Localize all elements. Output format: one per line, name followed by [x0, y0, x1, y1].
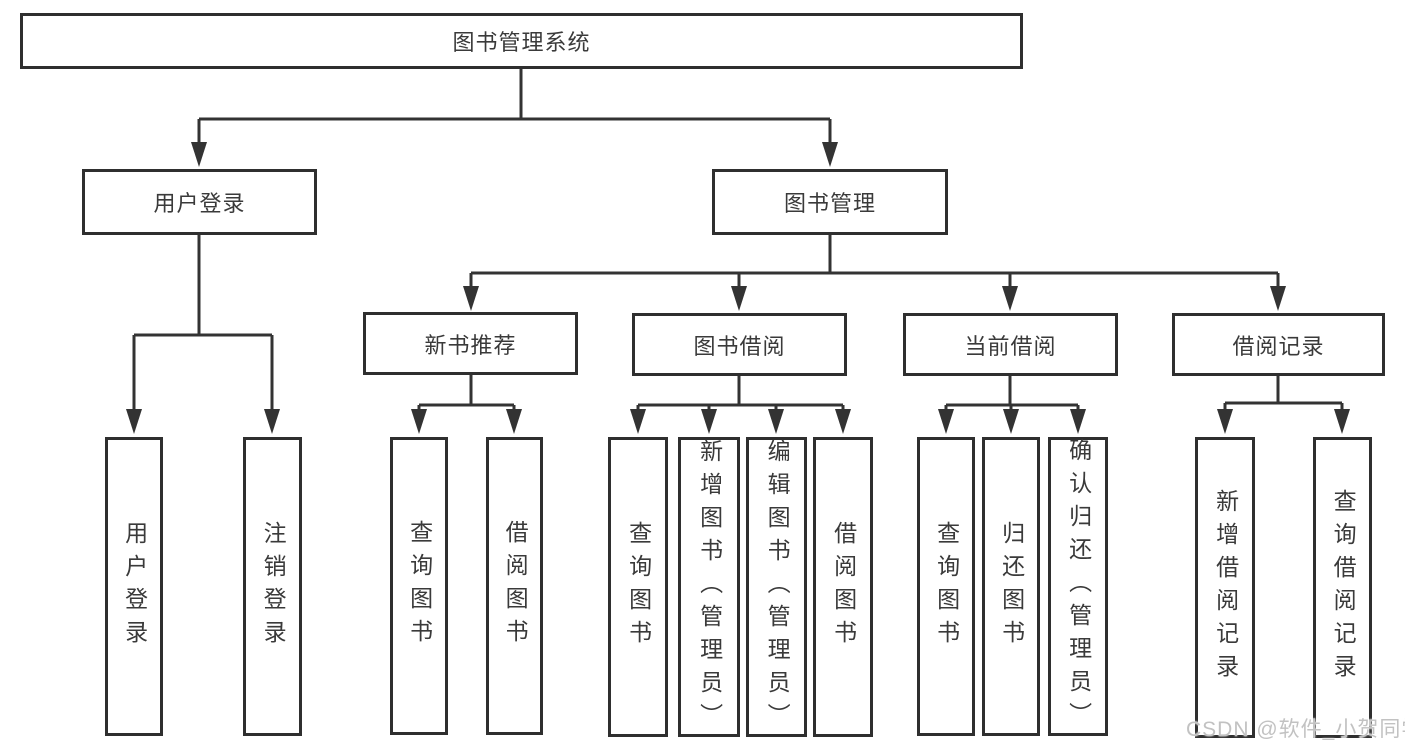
- leaf-newbook-borrow-label: 借阅图书: [502, 520, 529, 652]
- connector-userlogin-to-leaves: [132, 235, 274, 411]
- leaf-user-login: 用户登录: [105, 437, 163, 736]
- arrow-down-icon: [264, 409, 280, 434]
- leaf-newbook-borrow: 借阅图书: [486, 437, 543, 735]
- leaf-bookborrow-query: 查询图书: [608, 437, 668, 737]
- leaf-current-confirm-return: 确认归还（管理员）: [1048, 437, 1108, 736]
- arrow-down-icon: [506, 409, 522, 434]
- leaf-current-return-label: 归还图书: [998, 520, 1025, 653]
- leaf-newbook-query: 查询图书: [390, 437, 448, 735]
- leaf-current-return: 归还图书: [982, 437, 1040, 736]
- arrow-down-icon: [1003, 409, 1019, 434]
- arrow-down-icon: [1002, 286, 1018, 311]
- node-book-borrow: 图书借阅: [632, 313, 847, 376]
- leaf-logout: 注销登录: [243, 437, 302, 736]
- leaf-bookborrow-query-label: 查询图书: [625, 521, 652, 653]
- leaf-record-add: 新增借阅记录: [1195, 437, 1255, 738]
- csdn-watermark: CSDN @软件_小贺同学: [1186, 718, 1405, 741]
- leaf-bookborrow-add-label: 新增图书（管理员）: [696, 438, 723, 736]
- connector-currentborrow-to-leaves: [944, 376, 1080, 411]
- arrow-down-icon: [835, 409, 851, 434]
- arrow-down-icon: [701, 409, 717, 434]
- arrow-down-icon: [822, 142, 838, 167]
- leaf-bookborrow-edit-label: 编辑图书（管理员）: [764, 438, 791, 736]
- arrow-down-icon: [938, 409, 954, 434]
- leaf-bookborrow-add: 新增图书（管理员）: [678, 437, 740, 737]
- arrowheads: [126, 142, 1350, 434]
- arrow-down-icon: [630, 409, 646, 434]
- arrow-down-icon: [126, 409, 142, 434]
- leaf-current-query-label: 查询图书: [933, 520, 960, 653]
- leaf-bookborrow-borrow: 借阅图书: [813, 437, 873, 737]
- connector-borrowrecord-to-leaves: [1223, 376, 1344, 411]
- leaf-user-login-label: 用户登录: [121, 520, 148, 653]
- arrow-down-icon: [411, 409, 427, 434]
- arrow-down-icon: [1070, 409, 1086, 434]
- node-book-management-label: 图书管理: [783, 191, 876, 216]
- node-user-login-label: 用户登录: [153, 191, 246, 216]
- node-user-login: 用户登录: [82, 169, 317, 235]
- node-new-book-recommend-label: 新书推荐: [424, 332, 517, 358]
- arrow-down-icon: [1270, 286, 1286, 311]
- leaf-record-query-label: 查询借阅记录: [1330, 488, 1357, 687]
- node-root: 图书管理系统: [20, 13, 1023, 69]
- leaf-record-add-label: 新增借阅记录: [1212, 488, 1239, 687]
- node-book-management: 图书管理: [712, 169, 948, 235]
- arrow-down-icon: [463, 286, 479, 311]
- leaf-logout-label: 注销登录: [260, 520, 287, 653]
- node-borrow-record: 借阅记录: [1172, 313, 1385, 376]
- leaf-record-query: 查询借阅记录: [1313, 437, 1372, 738]
- leaf-bookborrow-borrow-label: 借阅图书: [830, 521, 857, 653]
- arrow-down-icon: [1217, 409, 1233, 434]
- node-root-label: 图书管理系统: [452, 30, 591, 55]
- leaf-current-confirm-return-label: 确认归还（管理员）: [1065, 438, 1092, 735]
- node-current-borrow-label: 当前借阅: [964, 333, 1057, 359]
- leaf-bookborrow-edit: 编辑图书（管理员）: [746, 437, 807, 737]
- leaf-newbook-query-label: 查询图书: [406, 520, 433, 652]
- arrow-down-icon: [1334, 409, 1350, 434]
- node-book-borrow-label: 图书借阅: [693, 333, 786, 359]
- arrow-down-icon: [731, 286, 747, 311]
- leaf-current-query: 查询图书: [917, 437, 975, 736]
- connector-newbook-to-leaves: [417, 374, 516, 411]
- connector-bookborrow-to-leaves: [636, 376, 845, 411]
- node-current-borrow: 当前借阅: [903, 313, 1118, 376]
- connector-root-to-level2: [197, 69, 832, 144]
- node-borrow-record-label: 借阅记录: [1232, 333, 1325, 359]
- arrow-down-icon: [768, 409, 784, 434]
- arrow-down-icon: [191, 142, 207, 167]
- connector-bookmgmt-to-level3: [469, 235, 1280, 288]
- node-new-book-recommend: 新书推荐: [363, 312, 578, 375]
